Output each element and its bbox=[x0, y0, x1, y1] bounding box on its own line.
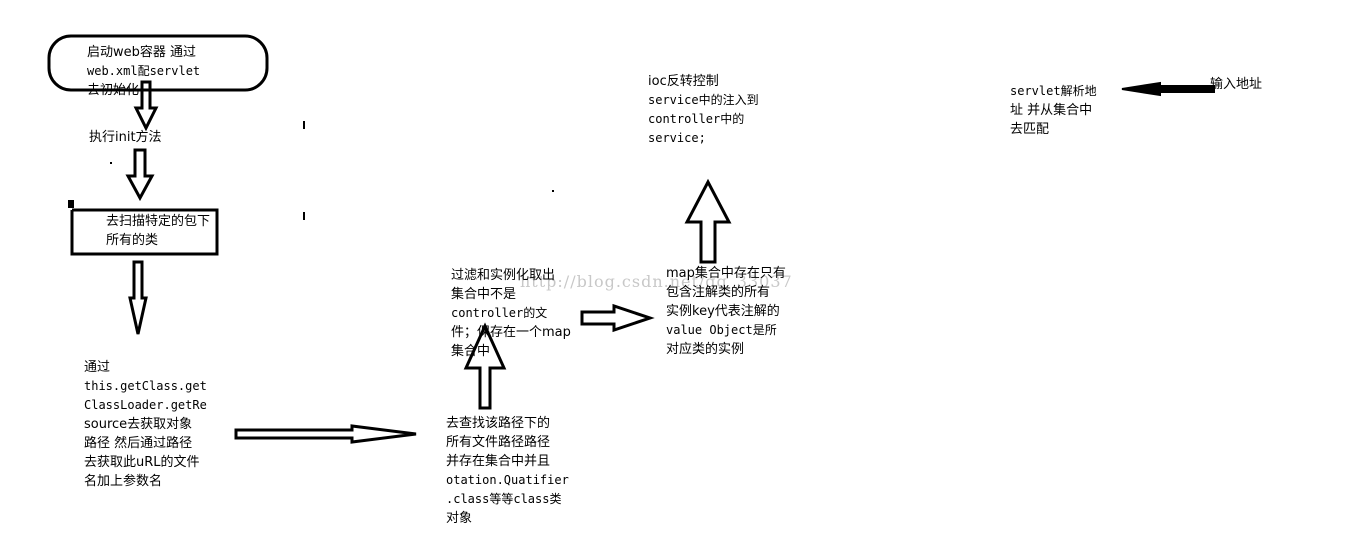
node-input-address: 输入地址 bbox=[1210, 75, 1262, 94]
arrow-start-to-init bbox=[133, 80, 159, 132]
node-line: value Object是所 bbox=[666, 323, 777, 337]
node-servlet-parse: servlet解析地 址 并从集合中 去匹配 bbox=[1010, 82, 1097, 139]
node-line: 所有文件路径路径 bbox=[446, 435, 551, 450]
node-line: 所有的类 bbox=[106, 233, 159, 248]
node-line: 名加上参数名 bbox=[84, 474, 163, 489]
node-line: 路径 然后通过路径 bbox=[84, 436, 193, 451]
stray-dot bbox=[68, 200, 74, 208]
node-line: 对应类的实例 bbox=[666, 342, 745, 357]
node-line: ClassLoader.getRe bbox=[84, 398, 207, 412]
node-line: map集合中存在只有 bbox=[666, 266, 786, 281]
start-node-box bbox=[47, 34, 269, 92]
node-line: 集合中 bbox=[451, 344, 491, 359]
node-line: 过滤和实例化取出 bbox=[451, 268, 556, 283]
node-line: 件；保存在一个map bbox=[451, 325, 571, 340]
node-line: 去匹配 bbox=[1010, 122, 1050, 137]
stray-dot bbox=[110, 162, 112, 164]
node-line: 执行init方法 bbox=[89, 130, 162, 145]
node-line: controller的文 bbox=[451, 306, 548, 320]
node-line: 址 并从集合中 bbox=[1010, 103, 1093, 118]
node-line: source去获取对象 bbox=[84, 417, 193, 432]
node-scan-package: 去扫描特定的包下 所有的类 bbox=[106, 212, 210, 250]
node-line: 并存在集合中并且 bbox=[446, 454, 551, 469]
node-line: .class等等class类 bbox=[446, 492, 562, 506]
node-line: service; bbox=[648, 131, 706, 145]
node-ioc: ioc反转控制 service中的注入到 controller中的 servic… bbox=[648, 72, 759, 148]
node-line: web.xml配servlet bbox=[87, 64, 201, 78]
node-line: 包含注解类的所有 bbox=[666, 285, 771, 300]
arrow-files-to-filter bbox=[463, 322, 507, 410]
node-line: 去获取此uRL的文件 bbox=[84, 455, 200, 470]
arrow-path-to-files bbox=[234, 424, 417, 444]
stray-dot bbox=[552, 190, 554, 192]
arrow-input-to-servlet bbox=[1121, 81, 1215, 97]
node-filter-instantiate: 过滤和实例化取出 集合中不是 controller的文 件；保存在一个map 集… bbox=[451, 266, 571, 361]
node-line: 去扫描特定的包下 bbox=[106, 214, 211, 229]
stray-dot bbox=[303, 121, 305, 129]
node-line: 实例key代表注解的 bbox=[666, 304, 780, 319]
node-line: 输入地址 bbox=[1210, 77, 1263, 92]
node-exec-init: 执行init方法 bbox=[89, 128, 162, 147]
arrow-scan-to-path bbox=[128, 260, 148, 335]
arrow-init-to-scan bbox=[125, 148, 155, 202]
node-line: 去查找该路径下的 bbox=[446, 416, 551, 431]
node-line: ioc反转控制 bbox=[648, 74, 719, 89]
watermark: http://blog.csdn.net/qq_33037 bbox=[520, 272, 793, 291]
node-line: 去初始化 bbox=[87, 83, 140, 98]
node-start-web-container: 启动web容器 通过 web.xml配servlet 去初始化 bbox=[87, 43, 200, 100]
node-find-files: 去查找该路径下的 所有文件路径路径 并存在集合中并且 otation.Quati… bbox=[446, 414, 569, 528]
node-line: service中的注入到 bbox=[648, 93, 759, 107]
node-line: servlet解析地 bbox=[1010, 84, 1097, 98]
node-line: this.getClass.get bbox=[84, 379, 207, 393]
stray-dot bbox=[303, 212, 305, 220]
node-line: controller中的 bbox=[648, 112, 745, 126]
node-map-collection: map集合中存在只有 包含注解类的所有 实例key代表注解的 value Obj… bbox=[666, 264, 786, 359]
node-line: 集合中不是 bbox=[451, 287, 517, 302]
node-line: 对象 bbox=[446, 511, 473, 526]
arrow-map-to-ioc bbox=[684, 178, 732, 264]
arrow-filter-to-map bbox=[580, 303, 655, 333]
node-line: 启动web容器 通过 bbox=[87, 45, 197, 60]
node-get-path: 通过 this.getClass.get ClassLoader.getRe s… bbox=[84, 358, 207, 491]
node-line: otation.Quatifier bbox=[446, 473, 569, 487]
scan-node-box bbox=[70, 208, 219, 256]
node-line: 通过 bbox=[84, 360, 111, 375]
